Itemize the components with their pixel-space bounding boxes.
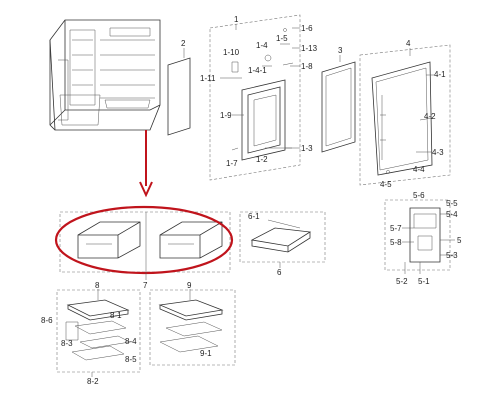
- label-4-3: 4-3: [432, 148, 444, 157]
- label-8: 8: [95, 281, 100, 290]
- part-4-door-group: [359, 44, 451, 186]
- part-2-panel: [167, 48, 191, 136]
- label-5-2: 5-2: [396, 277, 408, 286]
- label-1: 1: [234, 15, 239, 24]
- label-1-4: 1-4: [256, 41, 268, 50]
- label-1-4-1: 1-4-1: [248, 66, 267, 75]
- highlight-arrow: [139, 130, 153, 198]
- label-8-3: 8-3: [61, 339, 73, 348]
- label-4: 4: [406, 39, 411, 48]
- label-5-7: 5-7: [390, 224, 402, 233]
- label-2: 2: [181, 39, 186, 48]
- highlight-ellipse: [54, 205, 234, 275]
- label-5-3: 5-3: [446, 251, 458, 260]
- label-1-3: 1-3: [301, 144, 313, 153]
- label-5-6: 5-6: [413, 191, 425, 200]
- label-1-11: 1-11: [200, 74, 216, 83]
- part-9-shelf-group: [149, 289, 236, 366]
- label-8-2: 8-2: [87, 377, 99, 386]
- label-8-5: 8-5: [125, 355, 137, 364]
- part-3-gasket: [321, 55, 356, 153]
- label-4-4: 4-4: [413, 165, 425, 174]
- label-7: 7: [143, 281, 148, 290]
- part-8-shelf-group: [56, 289, 141, 377]
- label-5-4: 5-4: [446, 210, 458, 219]
- part-6-shelf-group: [239, 211, 326, 268]
- label-9: 9: [187, 281, 192, 290]
- refrigerator-cabinet: [49, 19, 161, 131]
- label-5-8: 5-8: [390, 238, 402, 247]
- label-1-13: 1-13: [301, 44, 318, 53]
- label-5-5: 5-5: [446, 199, 458, 208]
- label-8-4: 8-4: [125, 337, 137, 346]
- part-5-dispenser-group: [384, 199, 455, 274]
- part-7-drawer-group: [54, 205, 234, 280]
- label-1-5: 1-5: [276, 34, 288, 43]
- label-8-1: 8-1: [110, 311, 122, 320]
- part-labels: 1 1-6 1-5 1-13 1-4 1-10 1-8 1-4-1 1-11 1…: [41, 15, 462, 386]
- label-4-5: 4-5: [380, 180, 392, 189]
- label-1-2: 1-2: [256, 155, 268, 164]
- label-1-7: 1-7: [226, 159, 238, 168]
- label-5: 5: [457, 236, 462, 245]
- label-1-6: 1-6: [301, 24, 313, 33]
- label-4-1: 4-1: [434, 70, 446, 79]
- label-6: 6: [277, 268, 282, 277]
- label-1-8: 1-8: [301, 62, 313, 71]
- label-9-1: 9-1: [200, 349, 212, 358]
- label-1-9: 1-9: [220, 111, 232, 120]
- label-4-2: 4-2: [424, 112, 436, 121]
- part-1-door-group: [209, 14, 301, 181]
- label-3: 3: [338, 46, 343, 55]
- label-8-6: 8-6: [41, 316, 53, 325]
- label-6-1: 6-1: [248, 212, 260, 221]
- label-1-10: 1-10: [223, 48, 240, 57]
- label-5-1: 5-1: [418, 277, 430, 286]
